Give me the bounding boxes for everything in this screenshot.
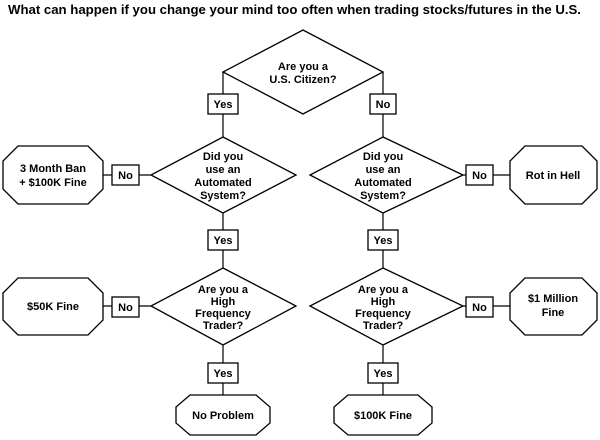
- edge-label-hft-left-yes: Yes: [207, 362, 239, 384]
- outcome-50k-fine-line-1: $50K Fine: [27, 301, 79, 313]
- edge-label-auto-left-yes: Yes: [207, 229, 239, 251]
- outcome-3-month-ban: 3 Month Ban + $100K Fine: [2, 145, 104, 205]
- decision-hft-right: Are you a High Frequency Trader?: [308, 267, 465, 346]
- decision-hft-left-line-2: High: [211, 296, 236, 308]
- svg-text:No: No: [376, 99, 391, 111]
- outcome-no-problem-line-1: No Problem: [192, 410, 254, 422]
- edge-label-hft-right-yes: Yes: [367, 362, 399, 384]
- svg-text:No: No: [118, 170, 133, 182]
- decision-citizen: Are you a U.S. Citizen?: [221, 29, 385, 115]
- decision-automated-left-line-2: use an: [206, 164, 241, 176]
- decision-automated-left-line-4: System?: [200, 190, 246, 202]
- outcome-rot-in-hell: Rot in Hell: [509, 145, 598, 205]
- decision-automated-left-line-3: Automated: [194, 177, 251, 189]
- svg-text:Yes: Yes: [214, 99, 233, 111]
- svg-text:Yes: Yes: [374, 368, 393, 380]
- outcome-3-month-ban-line-2: + $100K Fine: [19, 177, 87, 189]
- edge-label-hft-right-no: No: [465, 296, 494, 318]
- decision-hft-left: Are you a High Frequency Trader?: [149, 267, 298, 346]
- decision-citizen-line-1: Are you a: [278, 61, 329, 73]
- decision-automated-left-line-1: Did you: [203, 151, 243, 163]
- edge-label-auto-right-no: No: [465, 164, 494, 186]
- svg-text:Yes: Yes: [214, 368, 233, 380]
- decision-automated-right-line-2: use an: [366, 164, 401, 176]
- outcome-100k-fine: $100K Fine: [333, 394, 433, 436]
- svg-text:Yes: Yes: [374, 235, 393, 247]
- edge-label-auto-right-yes: Yes: [367, 229, 399, 251]
- outcome-1-million-fine-line-1: $1 Million: [528, 293, 578, 305]
- edge-label-hft-left-no: No: [111, 296, 140, 318]
- decision-hft-right-line-1: Are you a: [358, 284, 409, 296]
- outcome-rot-in-hell-line-1: Rot in Hell: [526, 170, 580, 182]
- outcome-100k-fine-line-1: $100K Fine: [354, 410, 412, 422]
- edge-label-citizen-yes: Yes: [207, 93, 239, 115]
- outcome-1-million-fine: $1 Million Fine: [509, 277, 598, 336]
- svg-text:No: No: [472, 302, 487, 314]
- svg-text:Yes: Yes: [214, 235, 233, 247]
- decision-automated-right: Did you use an Automated System?: [308, 136, 465, 214]
- decision-hft-left-line-1: Are you a: [198, 284, 249, 296]
- outcome-3-month-ban-line-1: 3 Month Ban: [20, 163, 86, 175]
- decision-hft-right-line-4: Trader?: [363, 320, 404, 332]
- decision-automated-left: Did you use an Automated System?: [149, 136, 298, 214]
- edge-label-auto-left-no: No: [111, 164, 140, 186]
- decision-hft-right-line-2: High: [371, 296, 396, 308]
- decision-hft-right-line-3: Frequency: [355, 308, 412, 320]
- decision-hft-left-line-4: Trader?: [203, 320, 244, 332]
- outcome-no-problem: No Problem: [175, 394, 271, 436]
- connectors: [103, 72, 510, 395]
- decision-citizen-line-2: U.S. Citizen?: [269, 74, 337, 86]
- edge-label-citizen-no: No: [369, 93, 397, 115]
- svg-text:No: No: [118, 302, 133, 314]
- outcome-1-million-fine-line-2: Fine: [542, 307, 565, 319]
- decision-automated-right-line-4: System?: [360, 190, 406, 202]
- outcome-50k-fine: $50K Fine: [2, 277, 104, 336]
- diagram-title: What can happen if you change your mind …: [8, 2, 581, 17]
- decision-automated-right-line-3: Automated: [354, 177, 411, 189]
- decision-automated-right-line-1: Did you: [363, 151, 403, 163]
- decision-hft-left-line-3: Frequency: [195, 308, 252, 320]
- svg-text:No: No: [472, 170, 487, 182]
